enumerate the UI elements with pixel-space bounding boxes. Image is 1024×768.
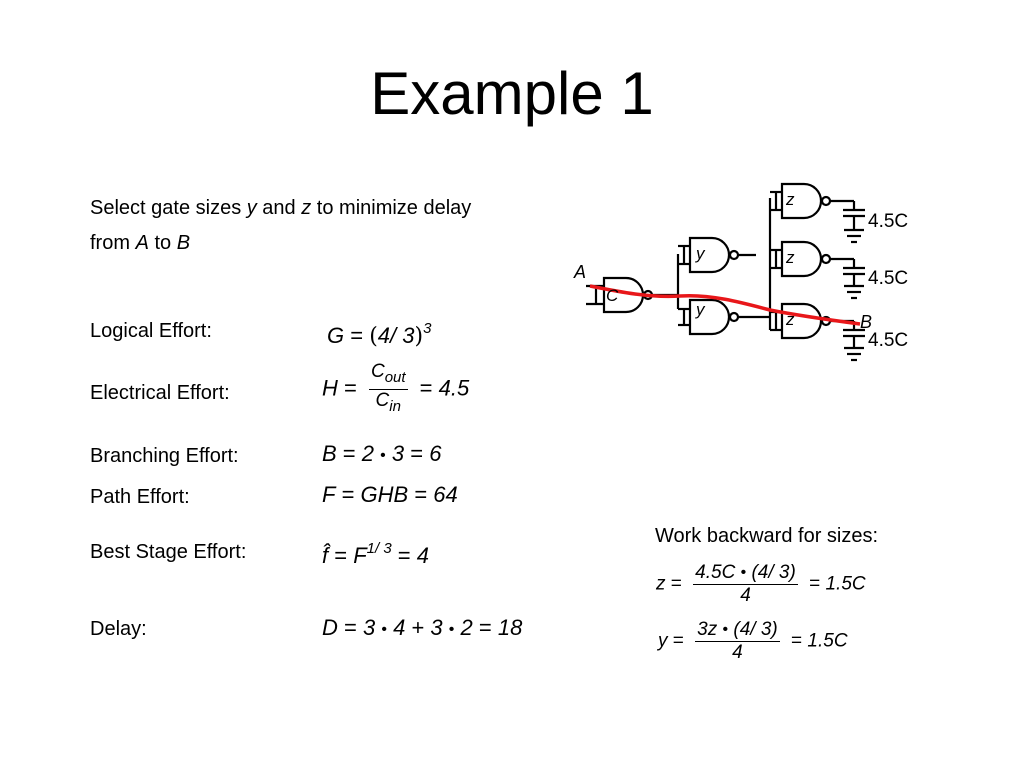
gate-c-label: C — [606, 286, 619, 305]
load-cap-middle-label: 4.5C — [868, 268, 908, 289]
nand-gate-y-lower — [678, 298, 770, 336]
y-size-equation: y = 3z • (4/ 3)4 = 1.5C — [658, 619, 848, 663]
gate-y-lower-label: y — [695, 300, 706, 319]
load-cap-top-label: 4.5C — [868, 211, 908, 232]
problem-statement-line-2: from A to B — [90, 232, 191, 254]
problem-statement-line-1: Select gate sizes y and z to minimize de… — [90, 197, 472, 219]
path-effort-equation: F = GHB = 64 — [322, 482, 458, 507]
gate-y-upper-label: y — [695, 244, 706, 263]
gate-z-top-label: z — [785, 190, 795, 209]
z-size-fraction: 4.5C • (4/ 3)4 — [693, 562, 798, 606]
branching-effort-equation: B = 2 • 3 = 6 — [322, 441, 442, 466]
work-backward-heading: Work backward for sizes: — [655, 525, 879, 547]
y-size-fraction: 3z • (4/ 3)4 — [695, 619, 780, 663]
best-stage-effort-equation: f̂ = F1/ 3 = 4 — [322, 540, 430, 568]
critical-path-highlight — [589, 284, 861, 326]
load-cap-bottom-label: 4.5C — [868, 330, 908, 351]
logical-effort-equation: G = (4/ 3)3 — [327, 320, 432, 349]
logical-effort-label: Logical Effort: — [90, 320, 212, 342]
gate-z-middle-label: z — [785, 248, 795, 267]
nand-gate-z-middle — [770, 240, 865, 300]
delay-equation: D = 3 • 4 + 3 • 2 = 18 — [322, 615, 523, 640]
nand-gate-z-top — [770, 182, 865, 244]
nand-gate-y-upper — [678, 236, 756, 274]
delay-label: Delay: — [90, 618, 147, 640]
electrical-effort-label: Electrical Effort: — [90, 382, 230, 404]
z-size-equation: z = 4.5C • (4/ 3)4 = 1.5C — [656, 562, 866, 606]
output-b-label: B — [860, 312, 872, 332]
best-stage-effort-label: Best Stage Effort: — [90, 541, 247, 563]
input-a-label: A — [573, 262, 586, 282]
gate-z-bottom-label: z — [785, 310, 795, 329]
branching-effort-label: Branching Effort: — [90, 445, 239, 467]
page-title: Example 1 — [370, 60, 654, 127]
path-effort-label: Path Effort: — [90, 486, 190, 508]
nand-gate-circuit-diagram: A B C y y z z z 4.5C 4.5C 4.5C — [573, 182, 908, 362]
